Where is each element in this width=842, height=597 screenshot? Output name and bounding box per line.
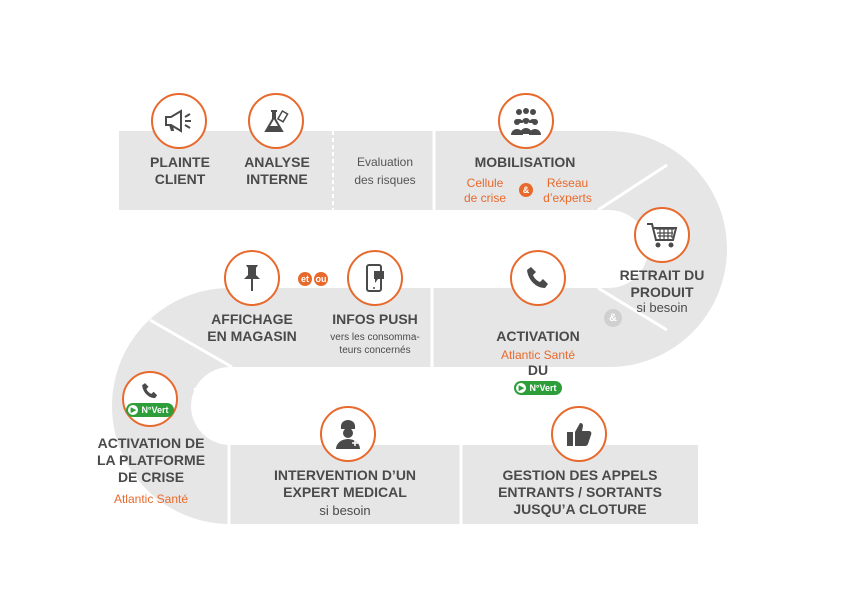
et-badge: et [298, 272, 312, 286]
cellule-de-crise-label: Cellule de crise [463, 176, 507, 205]
step-activation-nvert: ACTIVATION DU ▶N°Vert [478, 311, 598, 396]
plateforme-atlantic-sante: Atlantic Santé [113, 492, 189, 506]
step-plainte-client: PLAINTE CLIENT [150, 154, 210, 187]
pushpin-icon [224, 250, 280, 306]
step-infos-push: INFOS PUSH [332, 311, 418, 327]
step-intervention-expert: INTERVENTION D’UN EXPERT MEDICAL [273, 467, 417, 500]
numero-vert-badge-2: ▶N°Vert [126, 403, 174, 417]
infos-push-sub: vers les consomma- teurs concernés [330, 332, 420, 356]
phone-icon [510, 250, 566, 306]
ou-badge: ou [314, 272, 328, 286]
ampersand-badge: & [519, 183, 533, 197]
megaphone-icon [151, 93, 207, 149]
thumbs-up-icon [551, 406, 607, 462]
reseau-experts-label: Réseau d’experts [543, 176, 592, 205]
retrait-si-besoin: si besoin [636, 300, 688, 315]
step-plateforme-crise: ACTIVATION DE LA PLATFORME DE CRISE [96, 435, 206, 485]
step-gestion-appels: GESTION DES APPELS ENTRANTS / SORTANTS J… [498, 467, 662, 517]
step-analyse-interne: ANALYSE INTERNE [244, 154, 310, 187]
phone-nvert-icon: ▶N°Vert [122, 371, 178, 427]
step-mobilisation: MOBILISATION [474, 154, 576, 170]
ampersand-gray: & [604, 309, 622, 327]
shopping-cart-icon [634, 207, 690, 263]
lab-flask-icon [248, 93, 304, 149]
smartphone-icon [347, 250, 403, 306]
activation-atlantic-sante: Atlantic Santé [500, 348, 576, 362]
step-affichage-magasin: AFFICHAGE EN MAGASIN [207, 311, 297, 344]
doctor-icon [320, 406, 376, 462]
numero-vert-badge: ▶N°Vert [514, 381, 562, 396]
step-evaluation-risques: Evaluation des risques [354, 155, 416, 187]
intervention-si-besoin: si besoin [319, 503, 371, 518]
team-icon [498, 93, 554, 149]
step-retrait-produit: RETRAIT DU PRODUIT [619, 267, 705, 300]
